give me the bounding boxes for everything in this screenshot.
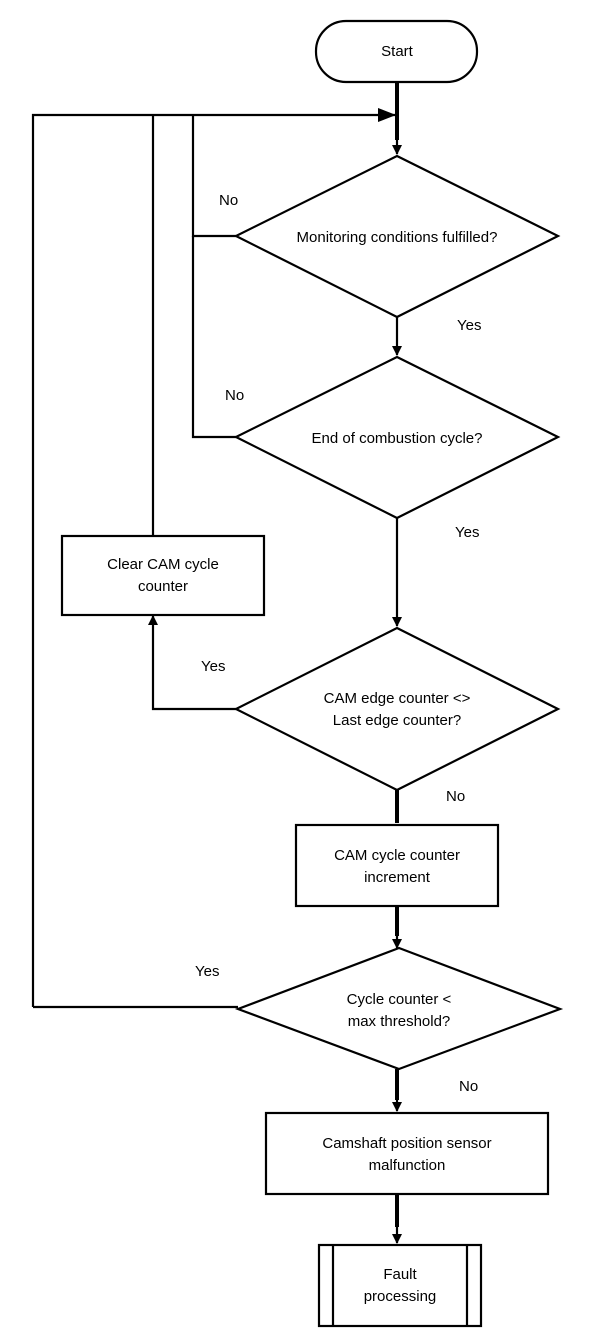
end-cycle-label: End of combustion cycle?: [312, 430, 483, 447]
increment-process: CAM cycle counter increment: [294, 823, 500, 908]
increment-label-line1: CAM cycle counter: [334, 847, 460, 864]
start-node: Start: [314, 19, 479, 84]
fault-label-line1: Fault: [383, 1266, 417, 1283]
clear-counter-label-line1: Clear CAM cycle: [107, 556, 219, 573]
fault-processing-node: Fault processing: [317, 1243, 483, 1328]
edge-top-return-rail: [31, 108, 396, 1007]
cam-edge-label-line2: Last edge counter?: [333, 712, 461, 729]
clear-counter-process: Clear CAM cycle counter: [60, 534, 266, 617]
monitoring-label: Monitoring conditions fulfilled?: [297, 229, 498, 246]
cam-edge-yes-label: Yes: [201, 658, 225, 675]
malfunction-label-line1: Camshaft position sensor: [322, 1135, 491, 1152]
monitoring-decision: Monitoring conditions fulfilled?: [233, 154, 561, 319]
clear-counter-label-line2: counter: [138, 578, 188, 595]
edge-cam-edge-yes: [148, 615, 236, 711]
edge-end-cycle-no: [191, 236, 236, 439]
threshold-decision: Cycle counter < max threshold?: [234, 946, 564, 1071]
cam-edge-no-label: No: [446, 788, 465, 805]
end-cycle-yes-label: Yes: [455, 524, 479, 541]
monitoring-yes-label: Yes: [457, 317, 481, 334]
threshold-label-line2: max threshold?: [348, 1013, 451, 1030]
increment-label-line2: increment: [364, 869, 431, 886]
end-cycle-no-label: No: [225, 387, 244, 404]
cam-edge-decision: CAM edge counter <> Last edge counter?: [233, 626, 561, 792]
monitoring-no-label: No: [219, 192, 238, 209]
malfunction-label-line2: malfunction: [369, 1157, 446, 1174]
threshold-yes-label: Yes: [195, 963, 219, 980]
fault-label-line2: processing: [364, 1288, 437, 1305]
cam-edge-label-line1: CAM edge counter <>: [324, 690, 471, 707]
edge-monitoring-no: [191, 115, 236, 238]
end-cycle-decision: End of combustion cycle?: [233, 355, 561, 520]
start-label: Start: [381, 43, 414, 60]
malfunction-process: Camshaft position sensor malfunction: [264, 1111, 550, 1196]
threshold-label-line1: Cycle counter <: [347, 991, 452, 1008]
threshold-no-label: No: [459, 1078, 478, 1095]
